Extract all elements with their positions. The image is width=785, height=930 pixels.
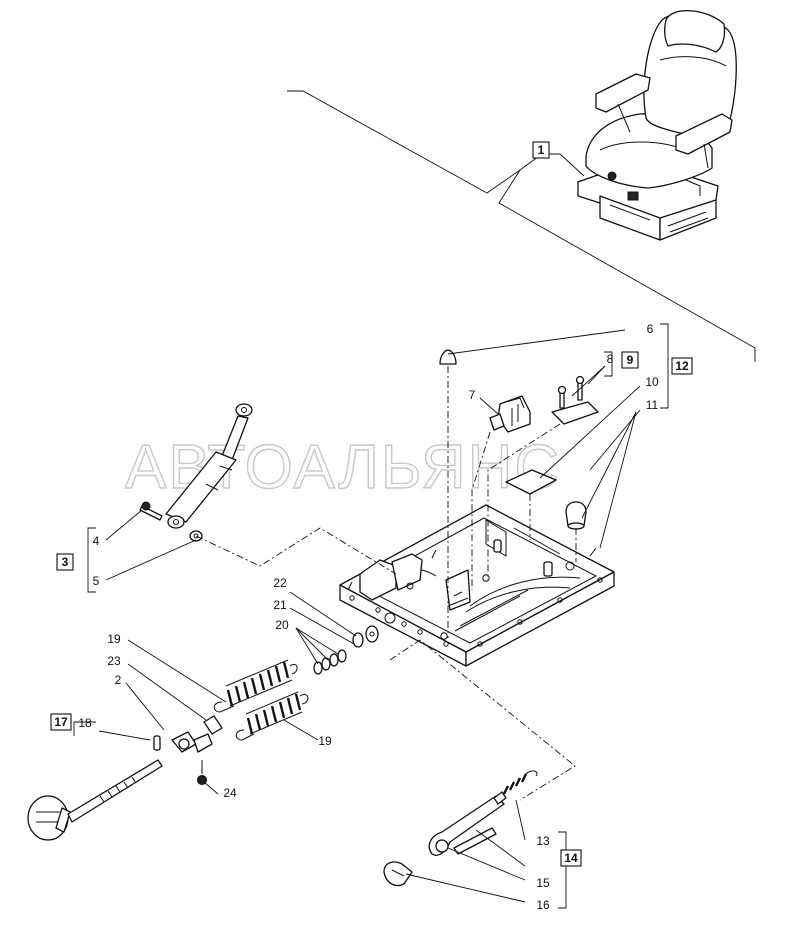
- callout-box-14: [560, 849, 582, 867]
- spring-lower: [235, 691, 309, 741]
- label-22: 22: [273, 576, 287, 590]
- spring-upper: [213, 659, 298, 713]
- label-3: 3: [62, 555, 69, 569]
- label-19-lower: 19: [318, 734, 332, 748]
- label-4: 4: [93, 534, 100, 548]
- upper-parts: [439, 349, 599, 530]
- label-2: 2: [115, 673, 122, 687]
- slide-base-frame: [339, 504, 615, 667]
- link-assembly: [383, 770, 538, 887]
- callout-labels: 1 2 3 4 5 6 7 8 9 10 11 12 13 14 15 16 1…: [54, 143, 689, 912]
- label-1: 1: [538, 143, 545, 157]
- assembly-dash-lines: [195, 366, 577, 801]
- washers: [313, 625, 379, 675]
- label-15: 15: [536, 876, 550, 890]
- label-5: 5: [93, 574, 100, 588]
- label-12: 12: [675, 359, 689, 373]
- label-7: 7: [469, 388, 476, 402]
- label-10: 10: [645, 375, 659, 389]
- callout-box-12: [671, 357, 693, 375]
- callout-box-3: [56, 553, 74, 571]
- label-9: 9: [627, 353, 634, 367]
- callout-box-1: [532, 141, 550, 159]
- label-23: 23: [107, 654, 121, 668]
- label-11: 11: [646, 398, 659, 412]
- label-24: 24: [223, 786, 237, 800]
- callout-box-9: [621, 351, 639, 369]
- label-16: 16: [536, 898, 550, 912]
- label-18: 18: [78, 716, 92, 730]
- label-20: 20: [275, 618, 289, 632]
- label-21: 21: [273, 598, 287, 612]
- leader-lines: [73, 323, 669, 909]
- label-6: 6: [647, 322, 654, 336]
- label-19-upper: 19: [107, 632, 121, 646]
- callout-box-17: [50, 713, 72, 731]
- label-8: 8: [607, 352, 614, 366]
- shock-absorber-assembly: [139, 403, 253, 542]
- seat-assembly: [577, 9, 737, 241]
- control-lever-assembly: [27, 715, 223, 841]
- label-13: 13: [536, 834, 550, 848]
- label-14: 14: [564, 851, 578, 865]
- callout-boxes: [50, 141, 693, 867]
- label-17: 17: [54, 715, 68, 729]
- seat-leader-lines: [287, 90, 756, 362]
